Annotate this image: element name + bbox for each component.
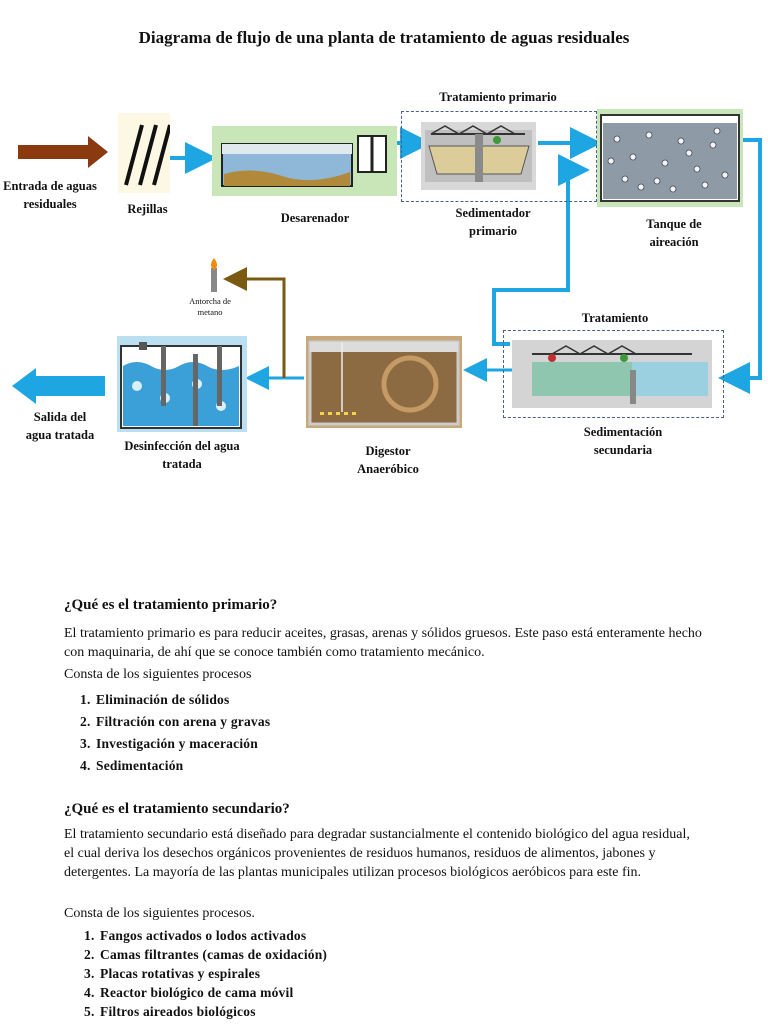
rejillas-image [118, 113, 170, 193]
desinfeccion-label: Desinfección del agua tratada [124, 439, 240, 471]
page-title: Diagrama de flujo de una planta de trata… [138, 28, 630, 47]
tratamiento-primario-label: Tratamiento primario [439, 90, 557, 104]
desarenador-image [212, 126, 397, 196]
list-item: 2.Filtración con arena y gravas [80, 714, 271, 729]
flow-arrows [12, 127, 762, 404]
list-item: 3.Placas rotativas y espirales [84, 966, 261, 981]
arrow-tanque-secundaria [718, 138, 762, 394]
desarenador-label: Desarenador [280, 211, 350, 225]
list-item: 5.Filtros aireados biológicos [84, 1004, 256, 1019]
list-item: 1.Fangos activados o lodos activados [84, 928, 307, 943]
desinfeccion-image [117, 336, 247, 432]
primario-list: 1.Eliminación de sólidos 2.Filtración co… [80, 689, 270, 777]
antorcha-label: Antorcha de metano [189, 296, 231, 317]
list-item: 4.Reactor biológico de cama móvil [84, 985, 294, 1000]
sedimentacion-secundaria-image [512, 340, 712, 408]
list-item: 4.Sedimentación [80, 758, 184, 773]
primario-intro: Consta de los siguientes procesos [64, 667, 252, 682]
digestor-image [306, 336, 462, 428]
entrada-label: Entrada de aguas residuales [3, 179, 97, 211]
tanque-aireacion-image [597, 109, 743, 207]
primario-paragraph: El tratamiento primario es para reducir … [64, 626, 702, 660]
tratamiento-label: Tratamiento [581, 311, 649, 325]
secundario-paragraph: El tratamiento secundario está diseñado … [64, 827, 690, 880]
list-item: 2.Camas filtrantes (camas de oxidación) [84, 947, 328, 962]
output-arrow [12, 368, 105, 404]
digestor-label: Digestor Anaeróbico [357, 444, 419, 476]
tratamiento-secundario-group [503, 330, 724, 418]
list-item: 3.Investigación y maceración [80, 736, 258, 751]
rejillas-label: Rejillas [127, 202, 168, 216]
tratamiento-primario-group [401, 111, 597, 202]
arrow-gas-antorcha [223, 267, 286, 378]
sedimentador-primario-image [421, 122, 536, 190]
sedimentador-primario-label: Sedimentador primario [455, 206, 531, 238]
antorcha-icon [205, 256, 223, 292]
return-sludge-arrow [492, 154, 590, 346]
salida-label: Salida del agua tratada [25, 410, 95, 442]
sedimentacion-secundaria-label: Sedimentación secundaria [583, 425, 663, 457]
secundario-intro: Consta de los siguientes procesos. [64, 906, 255, 921]
list-item: 1.Eliminación de sólidos [80, 692, 230, 707]
secundario-heading: ¿Qué es el tratamiento secundario? [64, 801, 290, 817]
primario-heading: ¿Qué es el tratamiento primario? [64, 597, 278, 613]
tanque-aireacion-label: Tanque de aireación [646, 217, 702, 249]
input-arrow [18, 136, 108, 168]
secundario-list: 1.Fangos activados o lodos activados 2.C… [84, 926, 327, 1021]
